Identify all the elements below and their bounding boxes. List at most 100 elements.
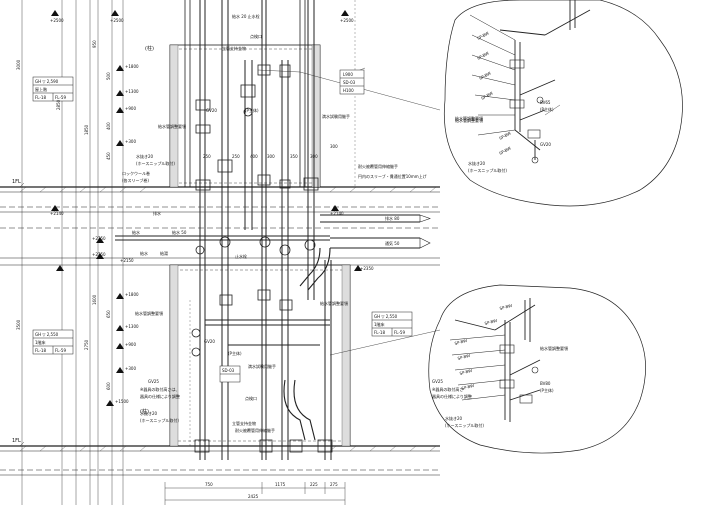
iso-upper-dim-4: SP-BW — [480, 90, 494, 100]
info-upper-r3a: FL-18 — [35, 95, 46, 100]
dim-450: 450 — [106, 152, 111, 160]
column-label-upper: (柱) — [145, 45, 154, 52]
floor-label-lower: 1FL — [12, 438, 21, 444]
label-hose: 水抜き20 — [136, 153, 154, 159]
iso-upper-dim-1: SP-BW — [476, 30, 490, 40]
iso-bubble-lower — [428, 284, 646, 454]
label-water-v: 給水 — [132, 229, 140, 235]
dim-total: 2425 — [248, 494, 259, 499]
elev-mid-left2: +2750 — [92, 252, 106, 257]
elev-slab: +2140 — [50, 211, 64, 216]
elev-slab2: +2140 — [330, 211, 344, 216]
floor-label-upper: 1FL — [12, 179, 21, 185]
label-tank-test2: 満水試験用継手 — [248, 363, 276, 369]
dim-275: 275 — [330, 482, 338, 487]
vertical-risers — [199, 0, 332, 460]
elev-1800: +1800 — [125, 64, 139, 69]
iso-lower-dim-4: SP-BW — [461, 383, 475, 391]
label-rockwool: ロックウール巻 — [122, 170, 150, 176]
elev-mid-right: +2150 — [120, 258, 134, 263]
info-lower-r2: 1階床 — [35, 339, 46, 345]
level-markers — [51, 10, 362, 406]
bottom-dimension-line — [164, 482, 346, 505]
label-gv20b: GV20 — [204, 339, 215, 344]
label-drain-v: 通気 50 — [385, 240, 400, 246]
label-valve-b: 止水栓 — [235, 253, 247, 259]
info-upper-r2: 屋上階 — [35, 86, 47, 92]
label-check: 点検口 — [250, 33, 262, 39]
iso-lower-dim-1: SP-BW — [454, 338, 468, 346]
label-note1: ※器具の取付高さは、 — [140, 386, 179, 392]
label-hose4: (ホースニップル取付) — [140, 417, 179, 423]
label-supply-pipe: 給水管調整要領 — [455, 115, 483, 121]
left-dimension-lines — [19, 0, 124, 505]
horizontal-mains — [115, 214, 420, 441]
info-lower-r1: GH ▽ 2,550 — [35, 332, 59, 337]
iso-lower-note2: 器具の仕様により調整 — [432, 393, 472, 399]
label-note2: 器具の仕様により調整 — [140, 393, 180, 399]
callout-box-low — [219, 365, 241, 383]
iso-lower-dim-3: SP-BW — [459, 368, 473, 376]
elev-900: +900 — [125, 106, 136, 111]
iso-lower-gv: GV25 — [432, 379, 443, 384]
elev-low-left: +1500 — [115, 399, 129, 404]
elev-top-right: +2500 — [340, 18, 354, 23]
info-lowright-r3b: FL-59 — [394, 330, 405, 335]
dim-400: 400 — [106, 122, 111, 130]
elevation-dash-lines — [189, 0, 356, 446]
label-hot: 給湯 — [160, 250, 168, 256]
callout-low-a: SD-03 — [222, 368, 235, 373]
label-sleeve: (各スリーブ巻) — [122, 177, 149, 183]
label-fire-drain2: 耐火被覆管用伸縮継手 — [235, 427, 275, 433]
iso-upper-dim-3: SP-BW — [478, 70, 492, 80]
elev-300: +300 — [125, 139, 136, 144]
iso-upper-dim-5: SP-BW — [498, 130, 512, 140]
iso-upper-hose: 水抜き20 — [468, 160, 486, 166]
dim-mid-300a: 300 — [267, 154, 275, 159]
info-lowright-r2: 1階床 — [374, 321, 385, 327]
dim-1850: 1850 — [84, 124, 89, 135]
dim-mid-400: 400 — [250, 154, 258, 159]
dim-mid-300b: 300 — [310, 154, 318, 159]
dim-1600: 1600 — [92, 294, 97, 305]
label-circ-sleeve: 円内のスリーブ・貫通位置10mm上げ — [358, 173, 427, 179]
dim-mid-300c: 300 — [330, 144, 338, 149]
elev-low-1300: +1300 — [125, 324, 139, 329]
dim-1175: 1175 — [275, 482, 286, 487]
label-ptype2: (P主体) — [228, 350, 242, 356]
elev-mid-right2: +2350 — [360, 266, 374, 271]
elev-low-900: +900 — [125, 342, 136, 347]
upper-floor-structure — [0, 186, 440, 476]
iso-upper-bv2: (P主体) — [540, 106, 554, 112]
dim-mid-350: 350 — [290, 154, 298, 159]
callout-top-a: L900 — [343, 72, 353, 77]
iso-lower-title: 給水管調整要領 — [540, 345, 568, 351]
info-lower-r3a: FL-18 — [35, 348, 46, 353]
dim-950: 950 — [92, 40, 97, 48]
elev-low-300: +300 — [125, 366, 136, 371]
iso-lower-hose2: (ホースニップル取付) — [445, 422, 484, 428]
dim-225: 225 — [310, 482, 318, 487]
iso-upper-hose2: (ホースニップル取付) — [468, 167, 507, 173]
label-pipe-guide2: 給水管調整要領 — [320, 300, 348, 306]
label-hose2: (ホースニップル取付) — [136, 160, 175, 166]
label-cold: 給水 — [140, 250, 148, 256]
label-support2: 立管支持金物 — [232, 420, 256, 426]
label-drain-w: 排水 — [153, 210, 161, 216]
dim-3000: 3000 — [16, 59, 21, 70]
elev-low-1800: +1800 — [125, 292, 139, 297]
label-water-s: 給水 50 — [172, 229, 187, 235]
iso-bubble-upper — [444, 0, 683, 207]
dim-600: 600 — [106, 382, 111, 390]
dim-2750: 2750 — [84, 339, 89, 350]
column-label-lower: (柱) — [140, 408, 149, 415]
iso-upper-gv: GV20 — [540, 142, 551, 147]
iso-upper-dim-2: SP-BW — [476, 50, 490, 60]
text-layer: 1FL 1FL (柱) (柱) +2500 +2500 +2500 +1800 … — [12, 13, 568, 499]
label-fire-drain: 耐火被覆管用伸縮継手 — [358, 163, 398, 169]
label-drain-d: 排水 80 — [385, 215, 400, 221]
elev-top-mid: +2500 — [110, 18, 124, 23]
iso-upper-dim-6: SP-BW — [498, 145, 512, 155]
